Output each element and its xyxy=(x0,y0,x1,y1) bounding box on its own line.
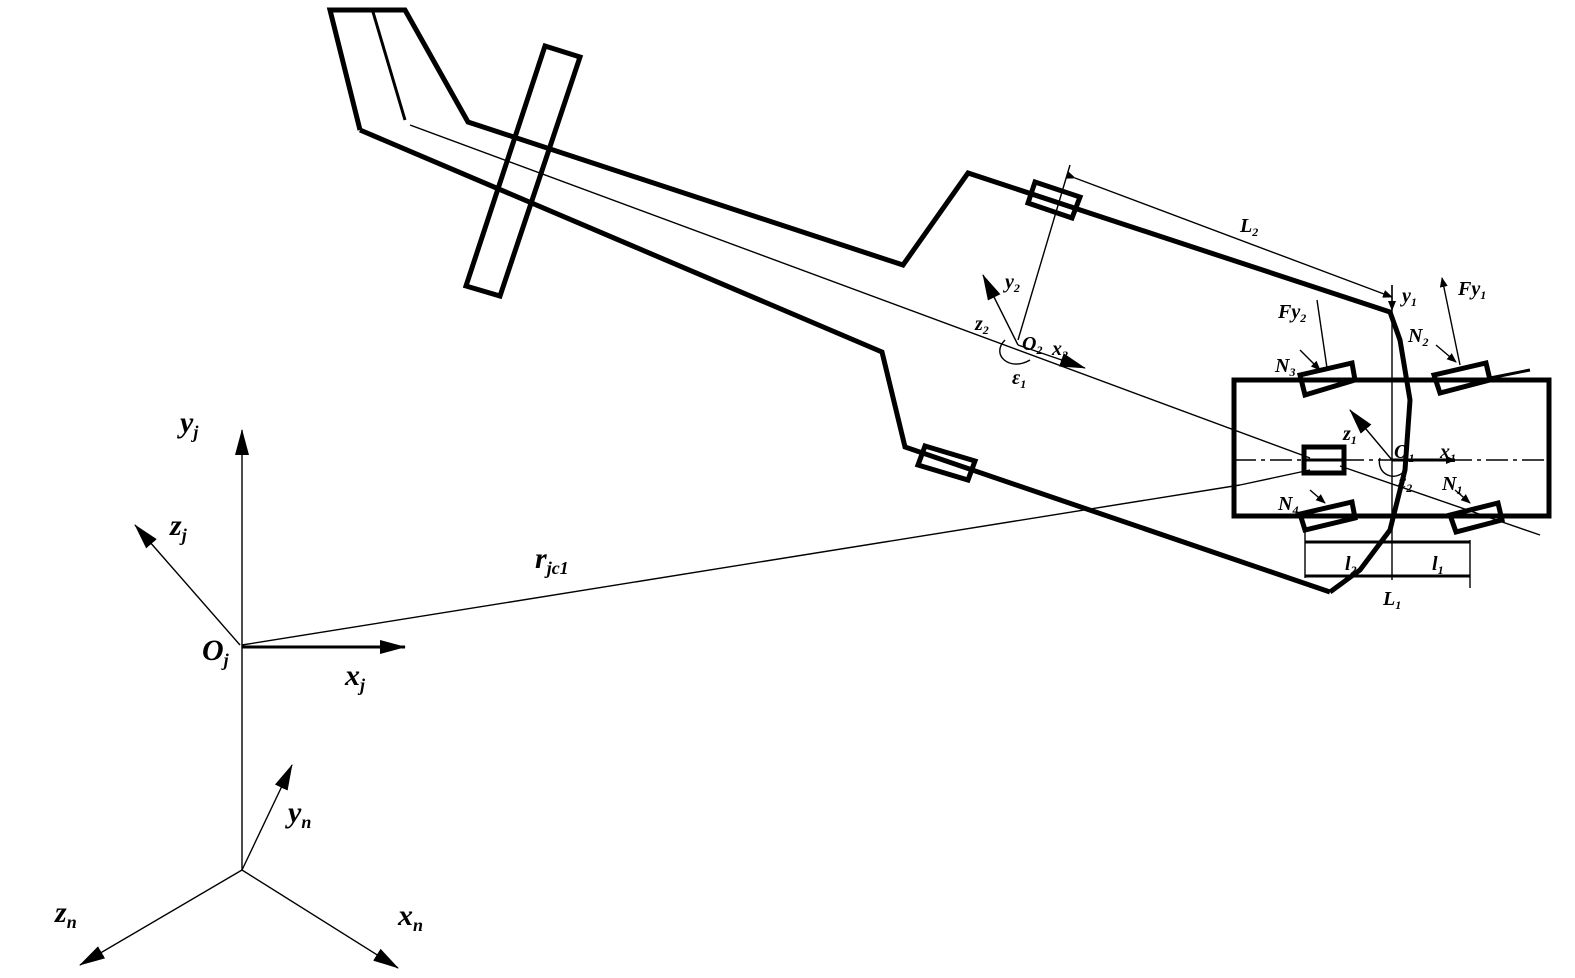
n3-arrow xyxy=(1299,349,1321,371)
x2-arrow xyxy=(1017,344,1086,369)
right-corner-stub xyxy=(1489,368,1531,380)
label-xj: xj xyxy=(344,659,366,695)
vehicle-boom xyxy=(326,7,1413,595)
wheel-pad-n1 xyxy=(1446,499,1505,535)
wheel-pad-n3 xyxy=(1296,359,1358,399)
boom-frame xyxy=(982,164,1393,369)
label-xn: xn xyxy=(397,899,423,935)
yn-axis xyxy=(241,764,293,871)
label-N1: N1 xyxy=(1441,473,1462,497)
z2-arrow xyxy=(982,274,1019,346)
n1-arrow xyxy=(1454,489,1471,504)
label-rjc1: rjc1 xyxy=(535,542,569,578)
label-N3: N3 xyxy=(1274,355,1295,379)
label-N2: N2 xyxy=(1407,325,1428,349)
front-body xyxy=(1231,277,1552,588)
eps2-arc xyxy=(1378,457,1406,477)
tail-inner-line xyxy=(371,11,407,121)
eps1-arc xyxy=(999,339,1031,365)
rjc1-vector xyxy=(241,484,1241,646)
label-x1: x1 xyxy=(1439,441,1456,465)
label-l2: l2 xyxy=(1345,553,1357,577)
wheel-pad-n2 xyxy=(1430,360,1493,397)
label-zn: zn xyxy=(54,896,77,932)
label-N4: N4 xyxy=(1277,493,1298,517)
boom-bottom-edge xyxy=(359,127,1331,595)
fy2-line xyxy=(1316,299,1328,369)
labels: y2 z2 O2 x2 ε1 L2 y1 Fy2 Fy1 N3 N2 N4 N1… xyxy=(54,215,1486,935)
n2-arrow xyxy=(1435,344,1457,363)
label-Fy2: Fy2 xyxy=(1277,301,1306,325)
fy1-arrow xyxy=(1439,277,1461,366)
wheel-pad-n4 xyxy=(1296,498,1358,533)
boom-centerline xyxy=(409,124,1311,459)
label-Oj: Oj xyxy=(202,634,230,670)
body-oblique-axis xyxy=(1339,465,1541,536)
label-y2: y2 xyxy=(1003,271,1020,295)
z1-arrow xyxy=(1349,409,1393,461)
boom-top-edge xyxy=(326,7,1413,595)
label-x2: x2 xyxy=(1051,338,1068,362)
label-Fy1: Fy1 xyxy=(1457,278,1486,302)
L2-dimension xyxy=(1065,171,1393,298)
label-zj: zj xyxy=(169,509,188,545)
label-z2: z2 xyxy=(974,313,989,337)
rjc1-tail xyxy=(1239,469,1311,486)
label-L1: L1 xyxy=(1382,588,1401,612)
tail-fin xyxy=(462,42,584,300)
label-eps1: ε1 xyxy=(1012,367,1026,391)
xn-axis xyxy=(241,869,399,969)
joint-pads xyxy=(914,178,1084,484)
n4-arrow xyxy=(1309,489,1326,504)
y2-line xyxy=(1017,164,1071,341)
label-z1: z1 xyxy=(1342,423,1357,447)
label-yn: yn xyxy=(285,796,311,832)
zn-axis xyxy=(79,869,243,966)
label-eps2: ε2 xyxy=(1398,471,1412,495)
global-frame xyxy=(79,429,1241,969)
label-y1: y1 xyxy=(1400,285,1417,309)
label-O2: O2 xyxy=(1022,333,1042,357)
lower-joint-pad xyxy=(914,442,979,484)
label-yj: yj xyxy=(177,406,199,442)
label-l1: l1 xyxy=(1432,553,1444,577)
label-O1: O1 xyxy=(1394,441,1414,465)
zj-axis xyxy=(134,524,241,646)
label-L2: L2 xyxy=(1239,215,1258,239)
